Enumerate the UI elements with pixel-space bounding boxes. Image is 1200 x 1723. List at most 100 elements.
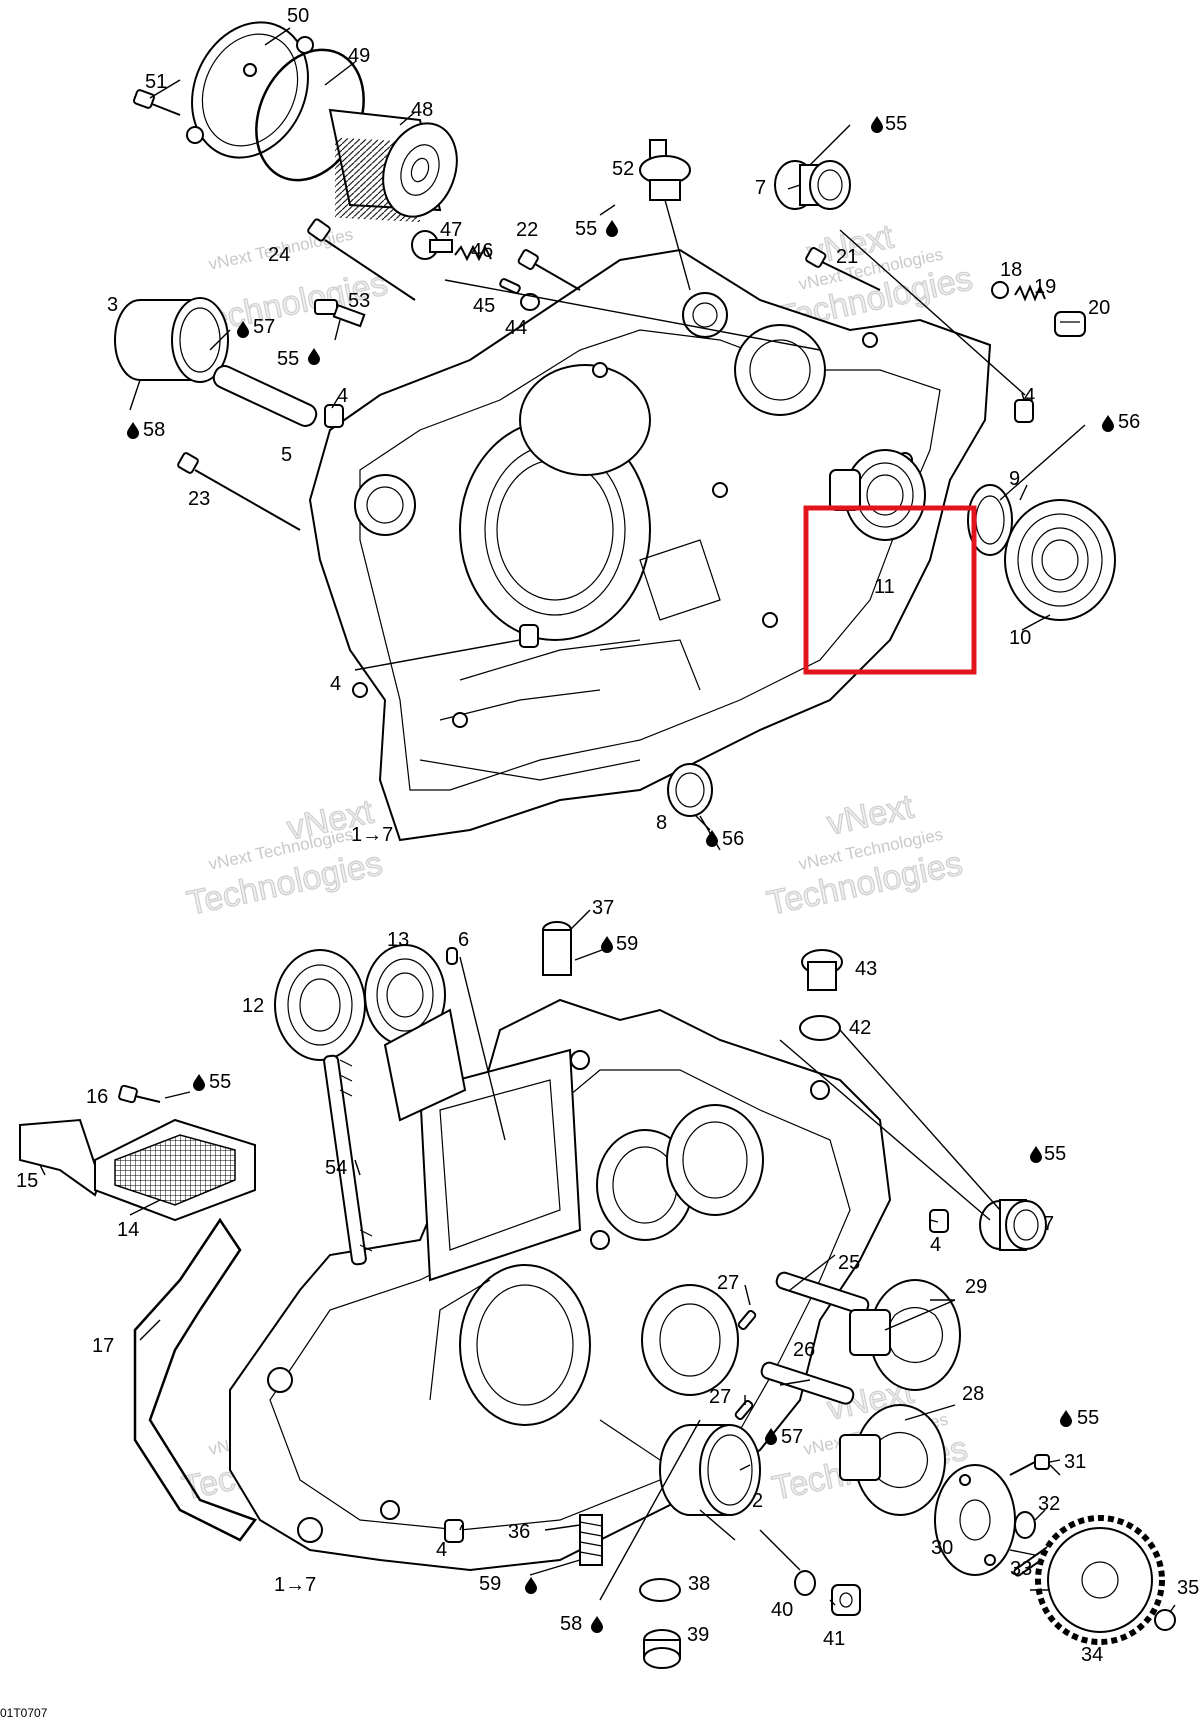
callout: 19 <box>1034 276 1056 298</box>
callout: 49 <box>348 45 370 67</box>
shaft-26 <box>760 1361 855 1405</box>
ball-18 <box>991 281 1009 299</box>
callout: 59 <box>616 933 638 955</box>
callout: 29 <box>965 1276 987 1298</box>
bracket-15 <box>19 1118 102 1197</box>
callout: 26 <box>793 1339 815 1361</box>
oil-seal-8 <box>667 763 713 817</box>
fitting-37 <box>542 921 572 976</box>
ball-bearing-12 <box>274 949 366 1061</box>
washer-40 <box>794 1570 816 1596</box>
bolt-24 <box>307 218 416 301</box>
callouts-bottom: 37 59 6 13 43 12 42 16 55 55 15 54 7 14 … <box>16 897 1199 1666</box>
callout: 55 <box>885 113 907 135</box>
callout: 12 <box>242 995 264 1017</box>
ball-bearing-10 <box>1004 499 1116 621</box>
callout: 9 <box>1009 468 1020 490</box>
callout: 15 <box>16 1170 38 1192</box>
leader-lines-top <box>129 27 1086 851</box>
stud-54 <box>323 1054 373 1266</box>
dowel-pin <box>519 624 539 648</box>
callout: 41 <box>823 1628 845 1650</box>
oil-filter <box>328 108 458 223</box>
spring-19 <box>1014 284 1046 302</box>
callout: 8 <box>656 812 667 834</box>
callout: 55 <box>1044 1143 1066 1165</box>
screw-16 <box>118 1084 161 1104</box>
dowel-pin <box>324 404 344 428</box>
callout: 28 <box>962 1383 984 1405</box>
oil-seal-7-bottom <box>979 1199 1047 1251</box>
washer-35 <box>1154 1609 1176 1631</box>
oil-pressure-switch <box>639 139 691 291</box>
callout: 17 <box>92 1335 114 1357</box>
callout: 20 <box>1088 297 1110 319</box>
o-ring-42 <box>799 1015 841 1041</box>
callout: 7 <box>755 177 766 199</box>
dowel-pin <box>444 1519 464 1543</box>
oil-pump-rotor-28 <box>839 1404 946 1516</box>
highlight-box <box>803 505 977 675</box>
fitting-53 <box>314 299 366 328</box>
callout: 27 <box>717 1272 739 1294</box>
callout: 1→7 <box>274 1574 316 1596</box>
fitting-36 <box>579 1514 603 1566</box>
callout: 25 <box>838 1252 860 1274</box>
oil-pump-rotor-29 <box>849 1279 961 1391</box>
callout: 54 <box>325 1157 347 1179</box>
callout: 36 <box>508 1521 530 1543</box>
callout: 51 <box>145 71 167 93</box>
spring-46 <box>454 244 492 262</box>
callout: 27 <box>709 1386 731 1408</box>
callout: 16 <box>86 1086 108 1108</box>
callout: 38 <box>688 1573 710 1595</box>
callout: 33 <box>1010 1558 1032 1580</box>
pin-27 <box>737 1309 757 1331</box>
gasket <box>383 1008 467 1122</box>
bolt-21 <box>805 247 881 291</box>
callout: 18 <box>1000 259 1022 281</box>
pin-6 <box>446 947 458 965</box>
callout: 4 <box>337 385 348 407</box>
oil-seal-9 <box>967 484 1013 556</box>
callout: 44 <box>505 317 527 339</box>
callout: 6 <box>458 929 469 951</box>
callout: 23 <box>188 488 210 510</box>
oil-screen-14 <box>94 1118 256 1222</box>
plug-20 <box>1054 311 1086 337</box>
callout: 35 <box>1177 1577 1199 1599</box>
callout: 21 <box>836 246 858 268</box>
callout: 31 <box>1064 1451 1086 1473</box>
callout: 55 <box>209 1071 231 1093</box>
callout: 55 <box>575 218 597 240</box>
callout: 1→7 <box>351 824 393 846</box>
crankcase-top <box>308 248 992 842</box>
callout: 34 <box>1081 1644 1103 1666</box>
callout: 30 <box>931 1537 953 1559</box>
gasket-17 <box>133 1217 258 1542</box>
callout: 48 <box>411 99 433 121</box>
callout: 45 <box>473 295 495 317</box>
callout: 4 <box>1024 385 1035 407</box>
oil-filter-cover <box>186 21 314 159</box>
callout: 57 <box>781 1426 803 1448</box>
pin-45 <box>499 278 521 294</box>
callout: 4 <box>930 1234 941 1256</box>
callout: 39 <box>687 1624 709 1646</box>
callout: 52 <box>612 158 634 180</box>
callout: 53 <box>348 290 370 312</box>
callout: 59 <box>479 1573 501 1595</box>
bolt-22 <box>517 249 581 291</box>
callout: 32 <box>1038 1493 1060 1515</box>
watermark-mid-right: vNext vNext Technologies Technologies <box>763 787 966 924</box>
dowel-pin <box>929 1209 949 1233</box>
callout: 14 <box>117 1219 139 1241</box>
callout: 56 <box>722 828 744 850</box>
screw-31 <box>1009 1454 1050 1476</box>
callout: 24 <box>268 244 290 266</box>
callout: 50 <box>287 5 309 27</box>
callout: 42 <box>849 1017 871 1039</box>
callout: 40 <box>771 1599 793 1621</box>
bushing-3 <box>114 297 229 383</box>
